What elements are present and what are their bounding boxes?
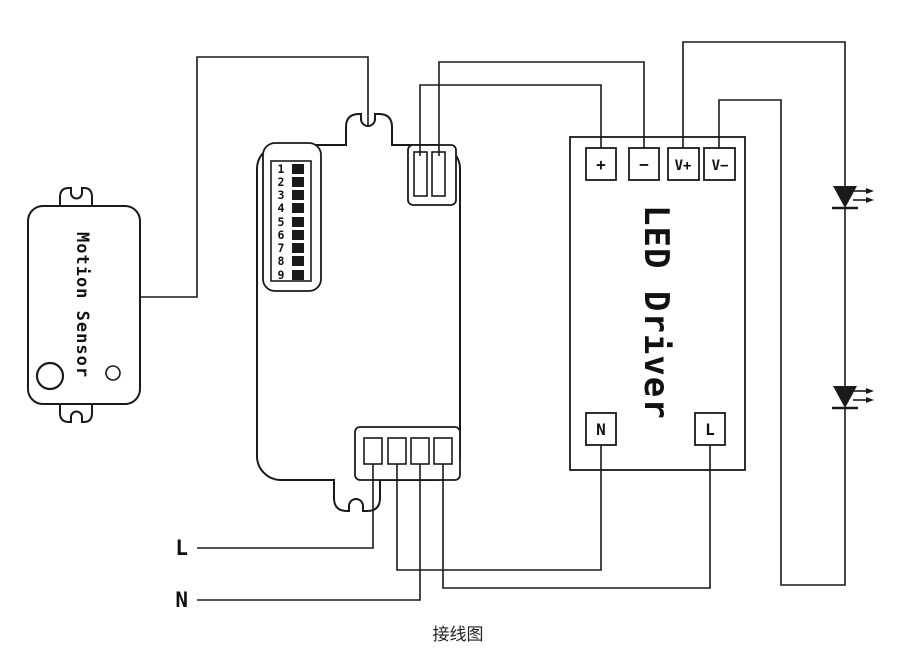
dip-switch: 1 2 3 4 5 6 7 8 9	[262, 142, 322, 292]
dip-digit-4: 4	[278, 201, 285, 215]
input-terminal-3	[410, 437, 430, 465]
driver-terminal-n	[585, 412, 617, 446]
motion-sensor: Motion Sensor	[27, 187, 141, 423]
mains-live-label: L	[175, 536, 188, 560]
wires	[140, 41, 846, 601]
dip-digit-5: 5	[278, 215, 285, 229]
controller-top-tab	[345, 113, 393, 146]
led-driver-label: LED Driver	[636, 205, 676, 420]
input-terminal-4	[433, 437, 453, 465]
output-terminal-2	[431, 151, 446, 197]
dip-switch-inner	[270, 160, 312, 282]
motion-sensor-top-tab	[59, 187, 93, 207]
mains-neutral-label: N	[175, 588, 188, 612]
driver-terminal-plus-label: +	[596, 155, 606, 174]
motion-sensor-body	[27, 205, 141, 405]
input-connector	[354, 426, 461, 481]
motion-sensor-label: Motion Sensor	[72, 232, 92, 378]
dip-digit-6: 6	[278, 228, 285, 242]
led-driver: + − V+ V− N L LED Driver	[569, 136, 746, 471]
dip-digit-9: 9	[278, 268, 285, 282]
driver-terminal-vminus-label: V−	[712, 158, 729, 174]
wire-controller-to-driver-n	[396, 445, 602, 571]
dip-slider-5[interactable]	[292, 217, 304, 227]
driver-terminal-minus-label: −	[639, 155, 649, 174]
dip-digit-3: 3	[278, 188, 285, 202]
led-lamp-1	[832, 186, 874, 210]
led-1-diode-triangle	[833, 186, 857, 208]
controller: 1 2 3 4 5 6 7 8 9	[256, 113, 461, 512]
input-terminal-1	[363, 437, 383, 465]
led-1-emission-arrow-head-2	[866, 197, 874, 203]
diagram-caption: 接线图	[433, 625, 484, 645]
output-connector	[407, 144, 457, 206]
driver-terminal-l-label: L	[705, 420, 715, 439]
wire-mains-live	[197, 464, 374, 549]
wire-output1-to-plus	[419, 84, 602, 156]
driver-terminal-n-label: N	[596, 420, 606, 439]
dip-slider-4[interactable]	[292, 203, 304, 213]
motion-sensor-bottom-tab	[59, 403, 93, 423]
dip-digit-8: 8	[278, 254, 285, 268]
led-2-emission-arrow-head-2	[866, 397, 874, 403]
driver-terminal-vminus	[703, 147, 736, 181]
led-1-emission-arrow-head-1	[866, 188, 874, 194]
wire-output2-to-minus	[438, 61, 645, 156]
dip-slider-6[interactable]	[292, 230, 304, 240]
dip-digit-1: 1	[278, 162, 285, 176]
motion-sensor-screw-hole	[105, 365, 121, 381]
wire-sensor-to-controller	[140, 56, 369, 298]
output-terminal-1	[413, 151, 428, 197]
led-lamp-2	[832, 386, 874, 410]
wire-vplus-to-led1	[682, 41, 846, 186]
dip-slider-2[interactable]	[292, 177, 304, 187]
dip-slider-7[interactable]	[292, 243, 304, 253]
led-2-diode-triangle	[833, 386, 857, 408]
dip-digit-2: 2	[278, 175, 285, 189]
wire-led2-return-to-vminus	[718, 99, 846, 586]
dip-slider-1[interactable]	[292, 164, 304, 174]
input-terminal-2	[387, 437, 407, 465]
driver-terminal-vplus-label: V+	[675, 158, 692, 174]
dip-slider-8[interactable]	[292, 256, 304, 266]
driver-terminal-minus	[628, 147, 660, 181]
led-2-emission-arrow-head-1	[866, 388, 874, 394]
motion-sensor-lens	[35, 361, 65, 391]
dip-slider-3[interactable]	[292, 190, 304, 200]
wire-mains-neutral	[197, 464, 421, 601]
dip-digit-7: 7	[278, 241, 285, 255]
controller-bottom-tab	[333, 479, 381, 512]
wire-controller-to-driver-l	[442, 445, 711, 589]
dip-slider-9[interactable]	[292, 270, 304, 280]
